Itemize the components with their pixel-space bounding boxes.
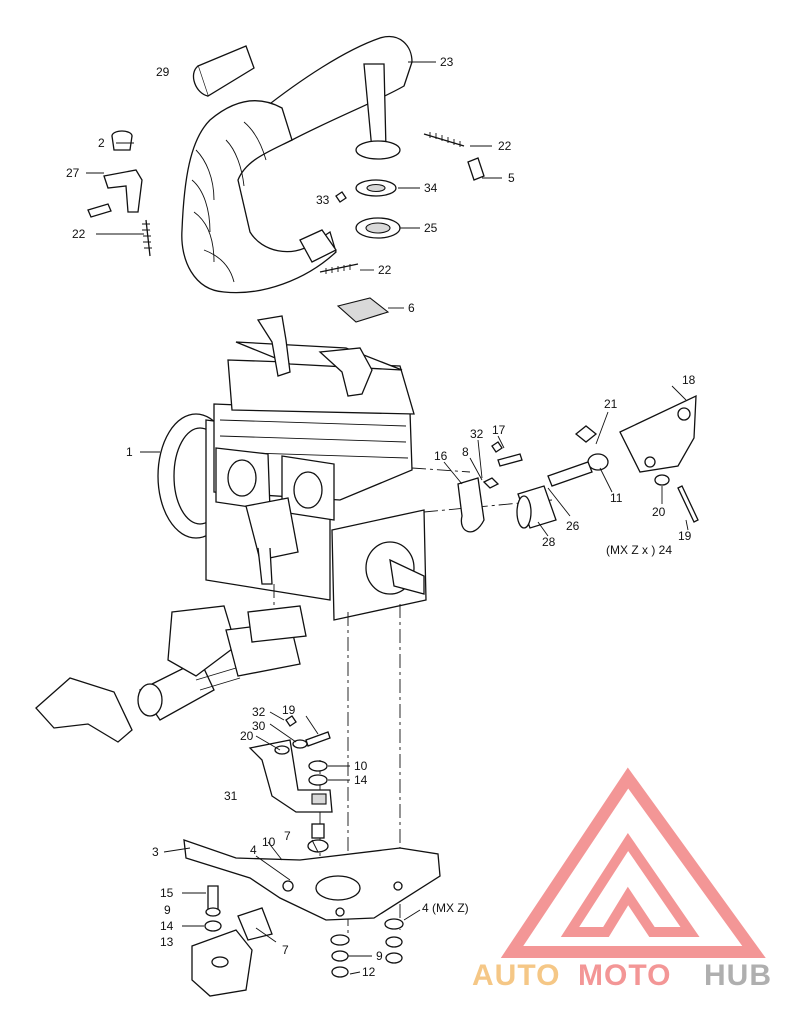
callout-22-center: 22 xyxy=(378,263,392,277)
watermark-inner-mark-icon xyxy=(560,832,700,937)
callout-15: 15 xyxy=(160,886,174,900)
callout-30: 30 xyxy=(252,719,266,733)
callout-7-lower: 7 xyxy=(282,943,289,957)
callout-22-right: 22 xyxy=(498,139,512,153)
leader-lines xyxy=(86,61,689,975)
watermark-word-hub: HUB xyxy=(704,959,772,992)
springs xyxy=(142,132,485,274)
callout-8: 8 xyxy=(462,445,469,459)
callout-11: 11 xyxy=(610,491,623,505)
engine-block xyxy=(157,315,427,621)
exhaust-pipe xyxy=(181,36,413,294)
callout-34: 34 xyxy=(424,181,438,195)
callout-25: 25 xyxy=(424,221,438,235)
engine-mount-lower xyxy=(183,715,441,997)
callout-22-left: 22 xyxy=(72,227,86,241)
callout-27: 27 xyxy=(66,166,80,180)
watermark-triangle-icon xyxy=(500,767,766,958)
callout-9-right: 9 xyxy=(376,949,383,963)
callout-14-lower: 14 xyxy=(160,919,174,933)
callout-32-lower: 32 xyxy=(252,705,266,719)
callout-labels: 29 23 2 27 22 22 5 33 34 25 22 6 1 18 21… xyxy=(66,55,696,979)
callout-29: 29 xyxy=(156,65,170,79)
callout-6: 6 xyxy=(408,301,415,315)
callout-10-upper: 10 xyxy=(354,759,368,773)
callout-4-upper: 4 xyxy=(250,843,257,857)
callout-26: 26 xyxy=(566,519,580,533)
callout-17: 17 xyxy=(492,423,506,437)
callout-28: 28 xyxy=(542,535,556,549)
callout-2: 2 xyxy=(98,136,105,150)
callout-1: 1 xyxy=(126,445,133,459)
watermark-word-moto: MOTO xyxy=(578,959,671,992)
callout-31: 31 xyxy=(224,789,238,803)
callout-18: 18 xyxy=(682,373,696,387)
cable-bracket xyxy=(87,130,143,218)
callout-12: 12 xyxy=(362,965,376,979)
watermark-logo: AUTO MOTO HUB xyxy=(472,767,772,992)
callout-14-upper: 14 xyxy=(354,773,368,787)
insulator-pad xyxy=(336,297,390,323)
watermark-word-auto: AUTO xyxy=(472,959,560,992)
callout-19-lower: 19 xyxy=(282,703,296,717)
callout-24: (MX Z x ) 24 xyxy=(606,543,672,557)
callout-33-top: 33 xyxy=(316,193,330,207)
callout-20-upper: 20 xyxy=(652,505,666,519)
callout-19-upper: 19 xyxy=(678,529,692,543)
callout-10-lower: 10 xyxy=(262,835,276,849)
callout-4-mxz: 4 (MX Z) xyxy=(422,901,469,915)
grommet-stack xyxy=(335,140,401,239)
callout-21: 21 xyxy=(604,397,618,411)
callout-23: 23 xyxy=(440,55,454,69)
callout-20-lower: 20 xyxy=(240,729,254,743)
callout-7-upper: 7 xyxy=(284,829,291,843)
engine-mount-right xyxy=(457,394,699,533)
intake-manifold xyxy=(35,605,307,743)
callout-9-left: 9 xyxy=(164,903,171,917)
callout-5: 5 xyxy=(508,171,515,185)
callout-16: 16 xyxy=(434,449,448,463)
callout-13: 13 xyxy=(160,935,174,949)
callout-32-upper: 32 xyxy=(470,427,484,441)
callout-3: 3 xyxy=(152,845,159,859)
